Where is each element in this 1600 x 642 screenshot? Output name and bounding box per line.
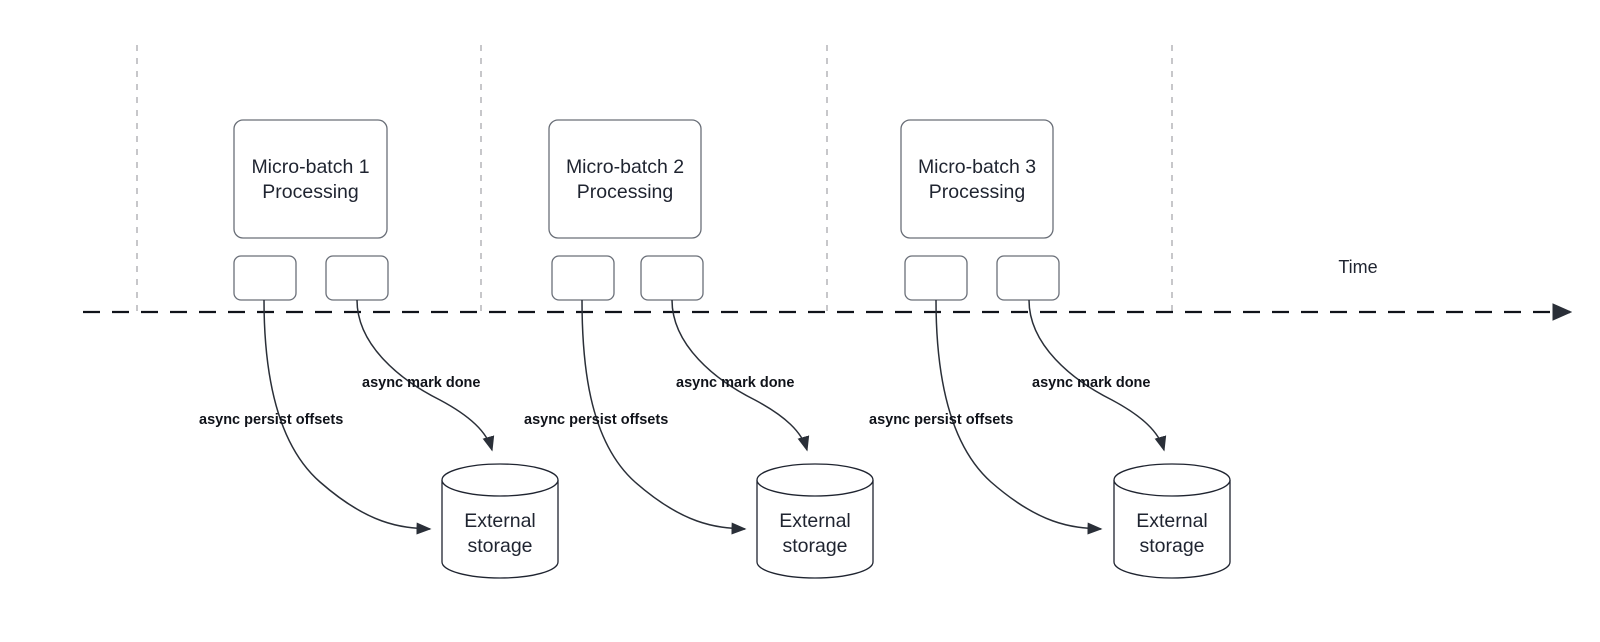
persist-offsets-curve-3 — [935, 299, 1103, 535]
external-storage-cylinder-3[interactable] — [1113, 463, 1231, 579]
external-storage-2-label-line1: External — [779, 510, 851, 532]
label-persist-offsets-1: async persist offsets — [199, 412, 343, 428]
task-box-3a[interactable] — [904, 255, 968, 301]
time-axis-label: Time — [1338, 257, 1377, 277]
task-box-2b[interactable] — [640, 255, 704, 301]
external-storage-3-label-line1: External — [1136, 510, 1208, 532]
mark-done-curve-3 — [1028, 299, 1167, 452]
microbatch-3-label-line1: Micro-batch 3 — [918, 156, 1036, 178]
persist-offsets-curve-2 — [581, 299, 747, 535]
microbatch-3-label-line2: Processing — [929, 181, 1025, 203]
external-storage-2-label-line2: storage — [782, 535, 847, 557]
task-box-3b[interactable] — [996, 255, 1060, 301]
task-box-1b[interactable] — [325, 255, 389, 301]
external-storage-1-label-line1: External — [464, 510, 536, 532]
microbatch-1-box[interactable] — [233, 119, 388, 239]
microbatch-1-label-line2: Processing — [262, 181, 358, 203]
group-3: Micro-batch 3 Processing async persist o… — [869, 119, 1231, 579]
task-box-1a[interactable] — [233, 255, 297, 301]
external-storage-cylinder-1[interactable] — [441, 463, 559, 579]
label-mark-done-1: async mark done — [362, 375, 480, 391]
label-persist-offsets-2: async persist offsets — [524, 412, 668, 428]
microbatch-2-box[interactable] — [548, 119, 702, 239]
microbatch-3-box[interactable] — [900, 119, 1054, 239]
mark-done-curve-2 — [671, 299, 810, 452]
microbatch-1-label-line1: Micro-batch 1 — [251, 156, 369, 178]
mark-done-curve-1 — [356, 299, 495, 452]
task-box-2a[interactable] — [551, 255, 615, 301]
group-1: Micro-batch 1 Processing async persist o… — [199, 119, 559, 579]
persist-offsets-curve-1 — [263, 299, 432, 535]
external-storage-cylinder-2[interactable] — [756, 463, 874, 579]
label-mark-done-3: async mark done — [1032, 375, 1150, 391]
external-storage-1-label-line2: storage — [467, 535, 532, 557]
microbatch-2-label-line2: Processing — [577, 181, 673, 203]
group-2: Micro-batch 2 Processing async persist o… — [524, 119, 874, 579]
external-storage-3-label-line2: storage — [1139, 535, 1204, 557]
label-persist-offsets-3: async persist offsets — [869, 412, 1013, 428]
label-mark-done-2: async mark done — [676, 375, 794, 391]
microbatch-2-label-line1: Micro-batch 2 — [566, 156, 684, 178]
